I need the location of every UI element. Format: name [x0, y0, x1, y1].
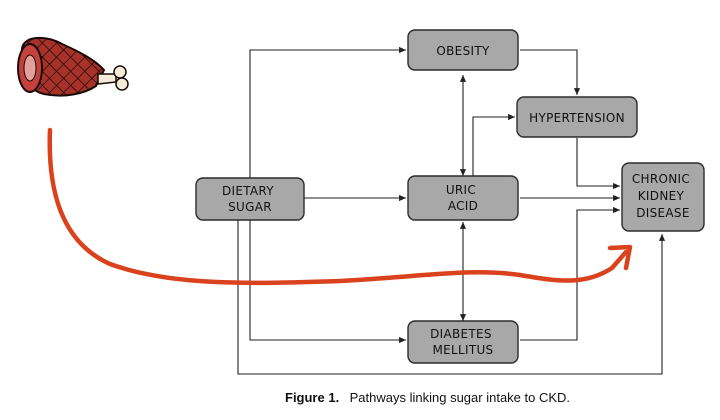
svg-text:DIABETES MELLITUS: DIABETES MELLITUS	[430, 327, 496, 357]
node-label-line: SUGAR	[228, 200, 272, 214]
edge-sugar-ckd	[237, 220, 666, 375]
figure-caption: Figure 1. Pathways linking sugar intake …	[285, 389, 570, 406]
node-dietary-sugar: DIETARY SUGAR	[195, 177, 305, 221]
edge-sugar-obesity	[249, 46, 406, 178]
node-uric-acid: URIC ACID	[407, 175, 519, 221]
red-scribble-arrow	[47, 127, 633, 286]
node-hypertension: HYPERTENSION	[516, 96, 638, 138]
caption-label: Figure 1.	[285, 390, 339, 405]
svg-text:HYPERTENSION: HYPERTENSION	[529, 111, 625, 125]
edge-hypertension-ckd	[576, 138, 620, 190]
edges	[237, 46, 666, 375]
svg-text:CHRONIC KIDNEY DIS: CHRONIC KIDNEY DISEASE	[632, 172, 694, 220]
edge-diabetes-ckd	[520, 206, 620, 341]
edge-obesity-hypertension	[520, 49, 581, 95]
edge-sugar-diabetes	[249, 220, 406, 344]
caption-text: Pathways linking sugar intake to CKD.	[350, 390, 570, 405]
svg-text:DIETARY SUGAR: DIETARY SUGAR	[222, 184, 278, 214]
node-label: HYPERTENSION	[529, 111, 625, 125]
node-label-line: ACID	[448, 199, 478, 213]
node-label-line: CHRONIC	[632, 172, 690, 186]
node-ckd: CHRONIC KIDNEY DISEASE	[621, 162, 705, 232]
node-label-line: KIDNEY	[638, 189, 685, 203]
svg-text:URIC ACID: URIC ACID	[446, 183, 480, 213]
node-obesity: OBESITY	[407, 29, 519, 71]
node-label-line: DIABETES	[430, 327, 492, 341]
edge-uric-hypertension	[472, 113, 515, 176]
svg-text:OBESITY: OBESITY	[436, 44, 490, 58]
node-label-line: DIETARY	[222, 184, 274, 198]
node-label-line: URIC	[446, 183, 476, 197]
node-label-line: MELLITUS	[433, 343, 494, 357]
ham-leg-icon	[17, 36, 129, 97]
node-label: OBESITY	[436, 44, 490, 58]
node-label-line: DISEASE	[636, 206, 690, 220]
node-diabetes-mellitus: DIABETES MELLITUS	[407, 320, 519, 364]
